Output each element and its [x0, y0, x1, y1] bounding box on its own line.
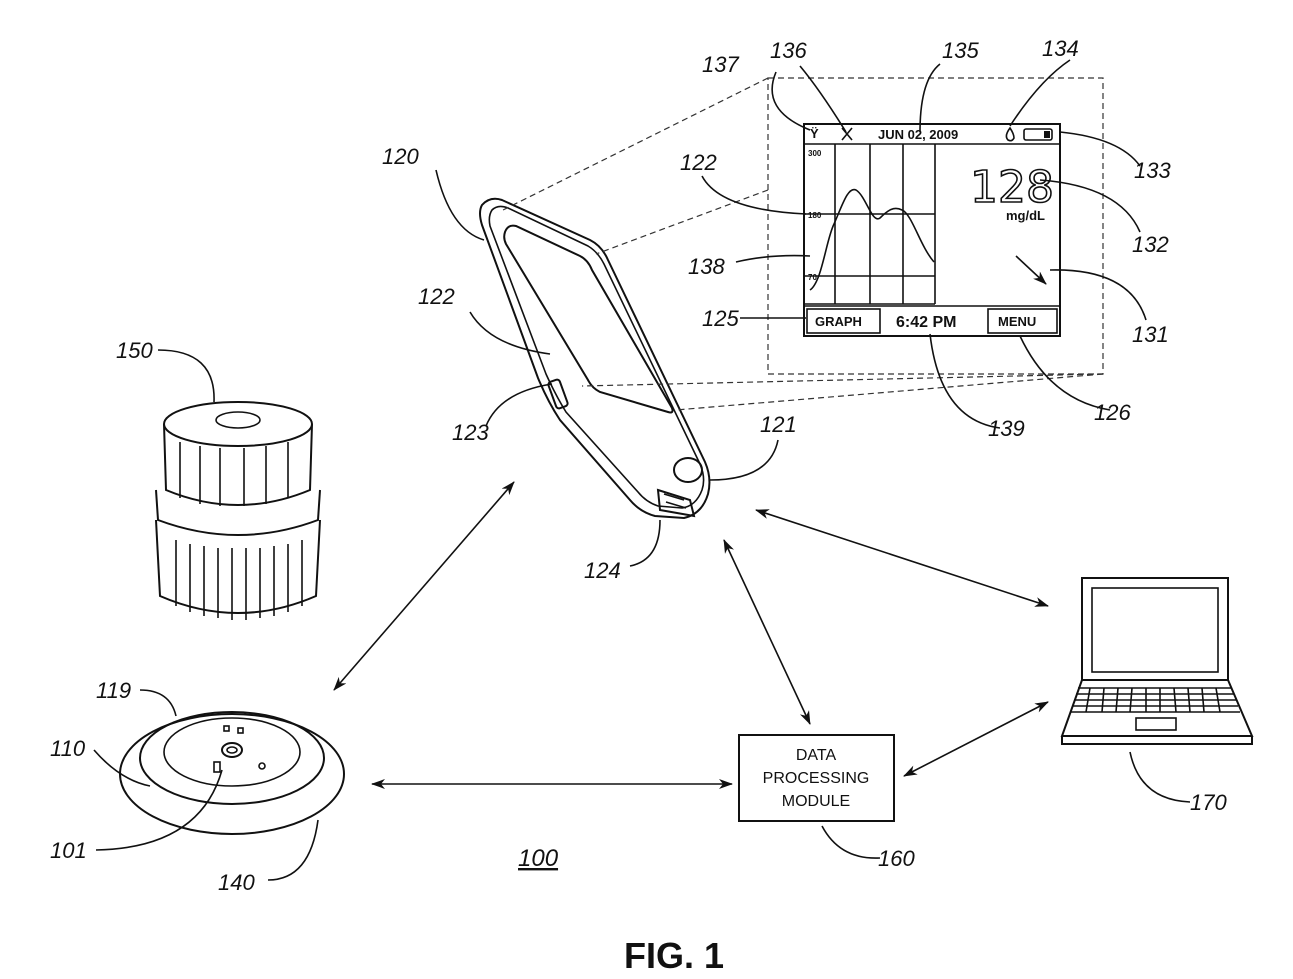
svg-text:132: 132: [1132, 232, 1169, 257]
svg-text:160: 160: [878, 846, 915, 871]
svg-text:MODULE: MODULE: [782, 793, 850, 810]
svg-text:140: 140: [218, 870, 255, 895]
svg-text:100: 100: [518, 845, 559, 872]
svg-text:125: 125: [702, 306, 739, 331]
figure-caption: FIG. 1: [624, 935, 724, 976]
svg-text:DATA: DATA: [796, 747, 837, 764]
svg-text:GRAPH: GRAPH: [815, 314, 862, 329]
svg-text:110: 110: [50, 736, 86, 761]
svg-text:131: 131: [1132, 322, 1169, 347]
svg-text:300: 300: [808, 149, 822, 158]
svg-text:138: 138: [688, 254, 725, 279]
screen-date: JUN 02, 2009: [878, 127, 958, 142]
svg-text:180: 180: [808, 211, 822, 220]
svg-text:122: 122: [680, 150, 717, 175]
svg-text:134: 134: [1042, 36, 1079, 61]
display-screen: Ÿ JUN 02, 2009 300 180 70 128 mg/dL GRAP…: [804, 124, 1060, 336]
handheld-receiver: [480, 199, 709, 518]
svg-text:126: 126: [1094, 400, 1131, 425]
svg-text:135: 135: [942, 38, 979, 63]
svg-text:124: 124: [584, 558, 621, 583]
svg-text:PROCESSING: PROCESSING: [763, 770, 870, 787]
analyte-sensor-cap: [156, 402, 320, 620]
svg-text:139: 139: [988, 416, 1025, 441]
glucose-value: 128: [970, 162, 1054, 213]
screen-time: 6:42 PM: [896, 314, 956, 331]
svg-text:133: 133: [1134, 158, 1171, 183]
svg-text:120: 120: [382, 144, 419, 169]
svg-text:123: 123: [452, 420, 489, 445]
antenna-icon: Ÿ: [810, 126, 819, 141]
svg-text:150: 150: [116, 338, 153, 363]
svg-text:122: 122: [418, 284, 455, 309]
svg-text:101: 101: [50, 838, 87, 863]
svg-text:170: 170: [1190, 790, 1227, 815]
glucose-unit: mg/dL: [1006, 208, 1045, 223]
communication-links: [334, 482, 1048, 784]
svg-text:MENU: MENU: [998, 314, 1036, 329]
data-processing-module: DATA PROCESSING MODULE: [739, 735, 894, 821]
svg-text:137: 137: [702, 52, 739, 77]
svg-text:121: 121: [760, 412, 797, 437]
svg-text:119: 119: [96, 678, 131, 703]
svg-text:136: 136: [770, 38, 807, 63]
on-body-sensor: [120, 712, 344, 834]
laptop-computer: [1062, 578, 1252, 744]
